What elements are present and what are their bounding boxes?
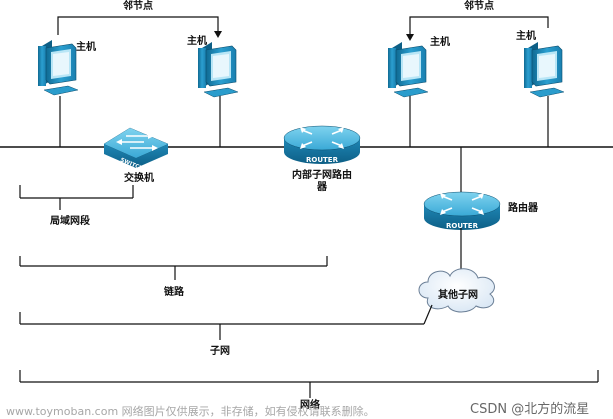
subnet-label: 子网 bbox=[210, 346, 230, 357]
link-bracket bbox=[19, 256, 328, 280]
host-pc-icon bbox=[197, 41, 239, 98]
host-label-1: 主机 bbox=[76, 42, 96, 53]
internal-router-label-line1: 内部子网路由 bbox=[292, 170, 352, 181]
host-label-3: 主机 bbox=[430, 37, 450, 48]
watermark-left: www.toymoban.com 网络图片仅供展示，非存储，如有侵权请联系删除。 bbox=[6, 405, 375, 418]
internal-router-icon: ROUTER bbox=[283, 125, 361, 164]
subnet-bracket bbox=[19, 304, 433, 340]
network-label: 网络 bbox=[300, 400, 320, 411]
link-label: 链路 bbox=[164, 287, 184, 298]
neighbor-label-left: 邻节点 bbox=[123, 1, 153, 12]
switch-label: 交换机 bbox=[124, 173, 154, 184]
host-pc-icon bbox=[37, 39, 79, 96]
network-bracket bbox=[19, 370, 599, 398]
host-label-4: 主机 bbox=[516, 31, 536, 42]
host-pc-icon bbox=[387, 41, 429, 98]
other-subnet-label: 其他子网 bbox=[438, 290, 478, 301]
router-label: 路由器 bbox=[508, 203, 538, 214]
router-icon: ROUTER bbox=[423, 191, 501, 230]
lan-segment-bracket bbox=[19, 185, 134, 210]
internal-router-label-line2: 器 bbox=[317, 182, 327, 193]
host-label-2: 主机 bbox=[187, 36, 207, 47]
neighbor-arrow-right bbox=[406, 16, 549, 41]
host-pc-icon bbox=[523, 41, 565, 98]
router-body-text: ROUTER bbox=[446, 222, 479, 230]
switch-icon: SWITCH bbox=[103, 127, 169, 173]
lan-segment-label: 局域网段 bbox=[50, 216, 90, 227]
router-body-text: ROUTER bbox=[306, 156, 339, 164]
neighbor-label-right: 邻节点 bbox=[464, 1, 494, 12]
watermark-right: CSDN @北方的流星 bbox=[470, 402, 590, 417]
cloud-icon bbox=[418, 268, 495, 313]
neighbor-arrow-left bbox=[57, 16, 222, 38]
internal-router-label: 内部子网路由 器 bbox=[292, 170, 352, 194]
